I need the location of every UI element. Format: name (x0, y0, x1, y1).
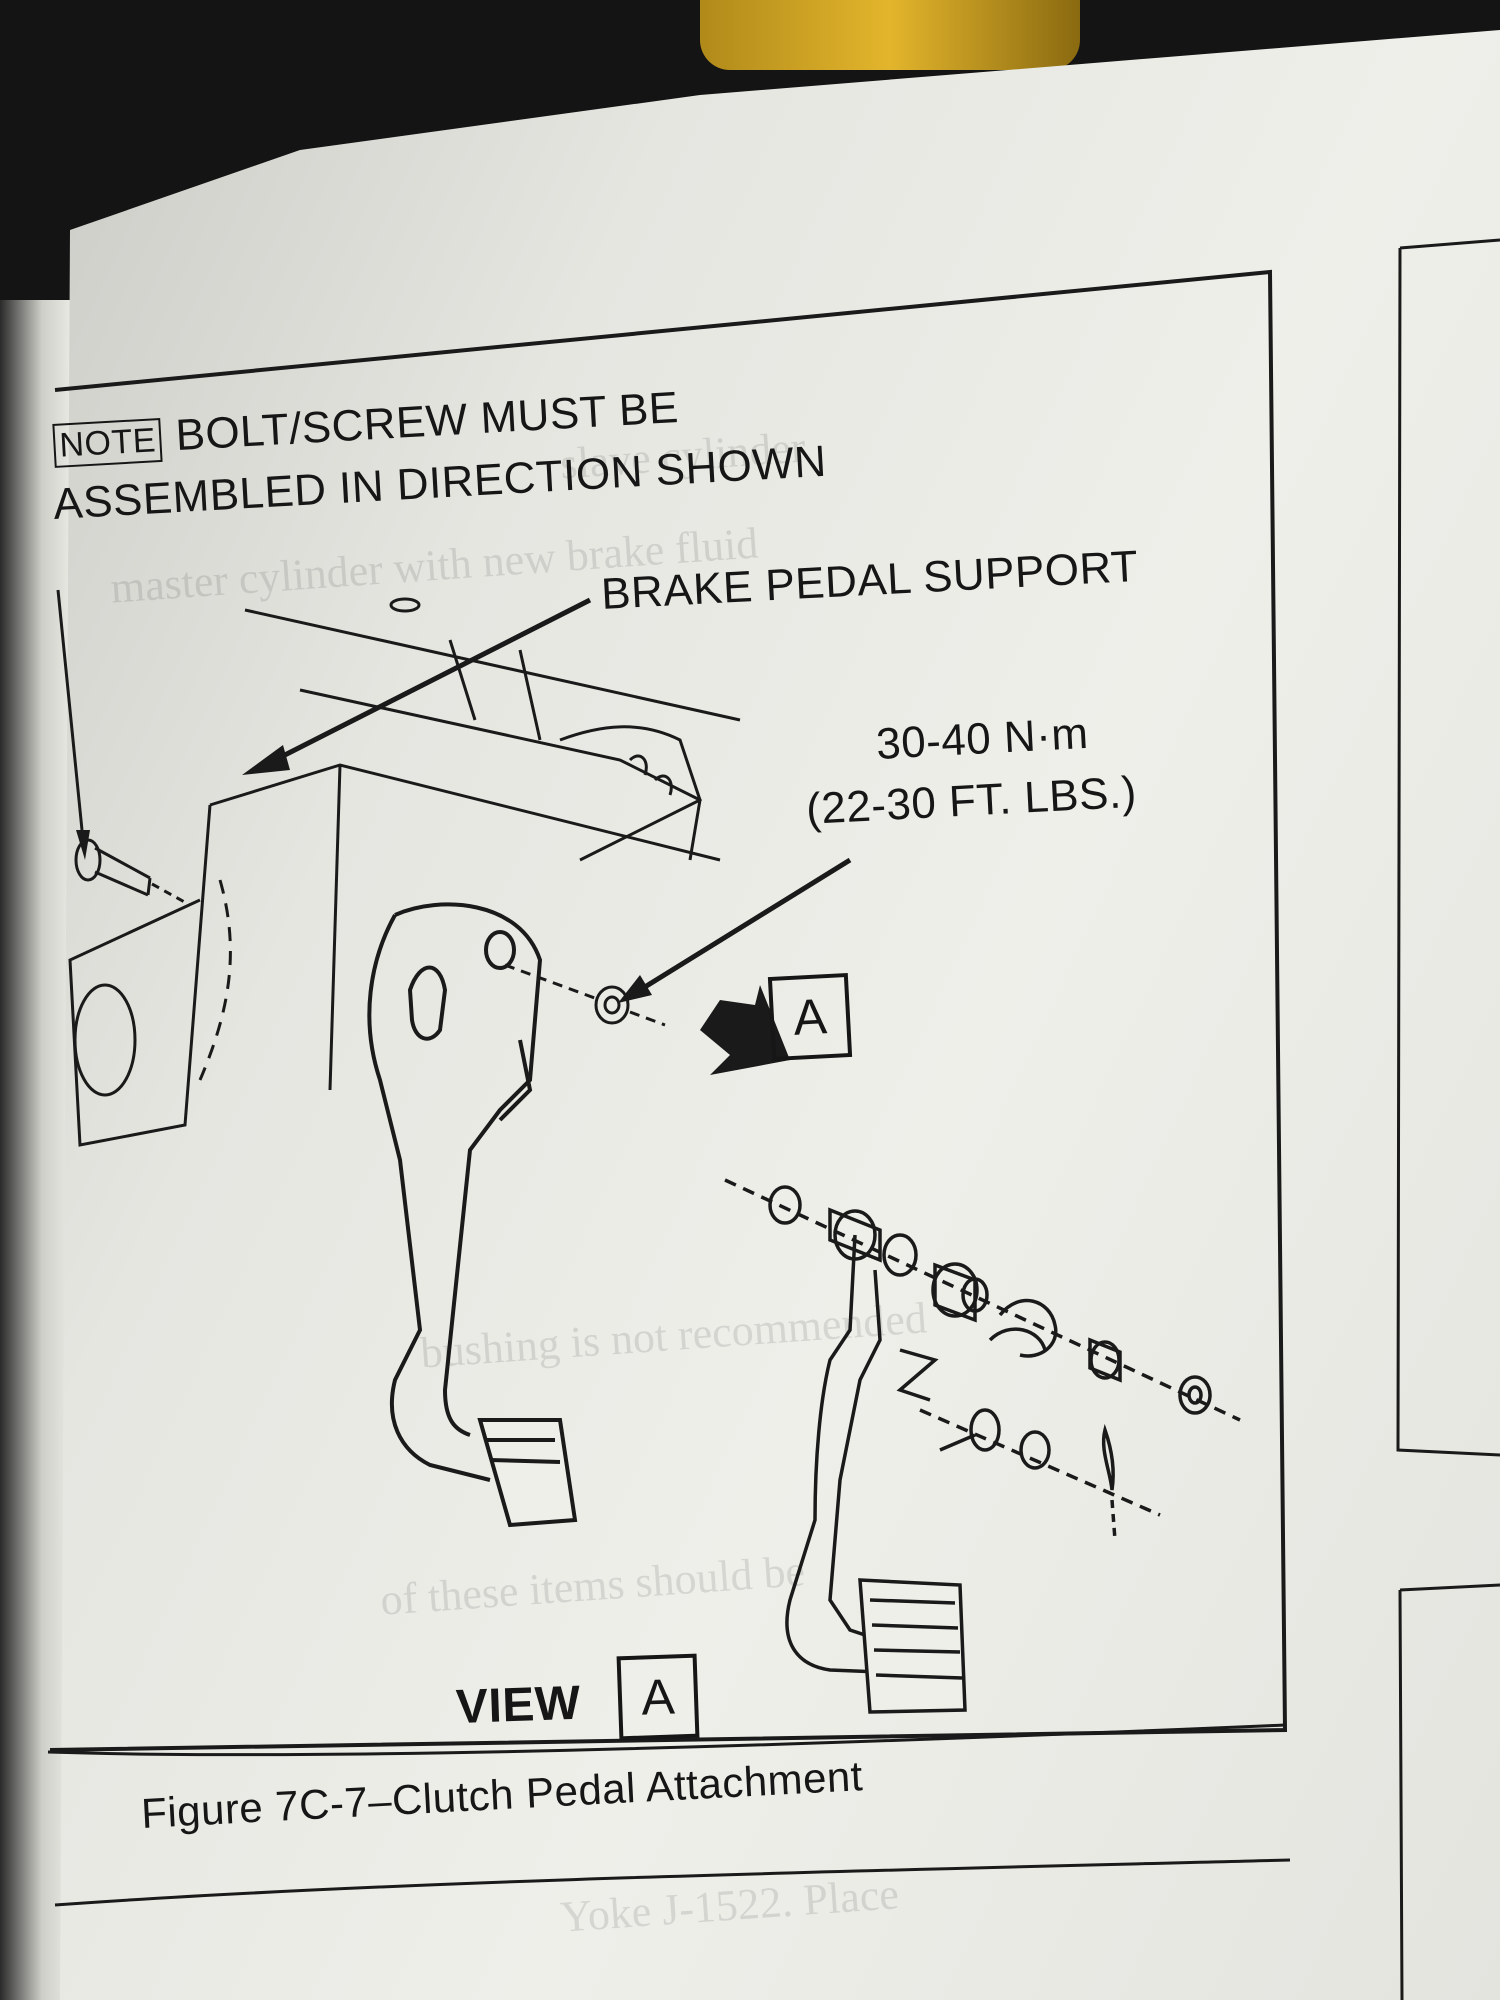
torque-arrow-head (618, 975, 652, 1003)
right-column-box (1396, 238, 1500, 1457)
note-tag: NOTE (52, 417, 164, 468)
next-frame-top (54, 1858, 1291, 1907)
page-edge (0, 300, 70, 2000)
figure-frame (49, 269, 1288, 1752)
view-direction-arrow (700, 985, 790, 1075)
bolt-icon (74, 838, 191, 907)
frame-bottom (47, 1723, 1286, 1757)
view-label-box: A (616, 1653, 700, 1741)
brake-pedal-support (68, 597, 741, 1147)
note-arrow-head (76, 830, 90, 860)
exploded-view-a (724, 1178, 1241, 1714)
view-marker-box: A (767, 972, 853, 1062)
nut-icon (504, 963, 666, 1027)
right-column-box-lower (1398, 1583, 1500, 2000)
torque-arrow-line (638, 857, 852, 993)
clutch-pedal (367, 902, 578, 1528)
background-object (700, 0, 1080, 70)
view-label: VIEW (455, 1676, 582, 1734)
support-arrow-head (242, 745, 290, 775)
support-arrow-line (273, 597, 592, 763)
note-arrow-line (56, 589, 84, 831)
